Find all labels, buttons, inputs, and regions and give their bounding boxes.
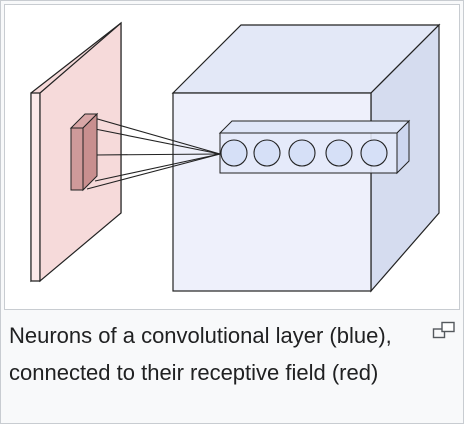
neuron-2 xyxy=(253,139,281,167)
neuron-5 xyxy=(360,139,388,167)
neuron-1 xyxy=(220,139,248,167)
enlarge-icon[interactable] xyxy=(432,321,456,339)
figure-image[interactable] xyxy=(4,4,460,310)
convolution-diagram xyxy=(30,21,441,293)
neuron-column xyxy=(218,119,411,175)
receptive-field xyxy=(69,112,99,192)
connection-lines xyxy=(86,115,221,190)
figure-caption: Neurons of a convolutional layer (blue),… xyxy=(9,323,392,385)
neuron-4 xyxy=(325,139,353,167)
neuron-3 xyxy=(288,139,316,167)
